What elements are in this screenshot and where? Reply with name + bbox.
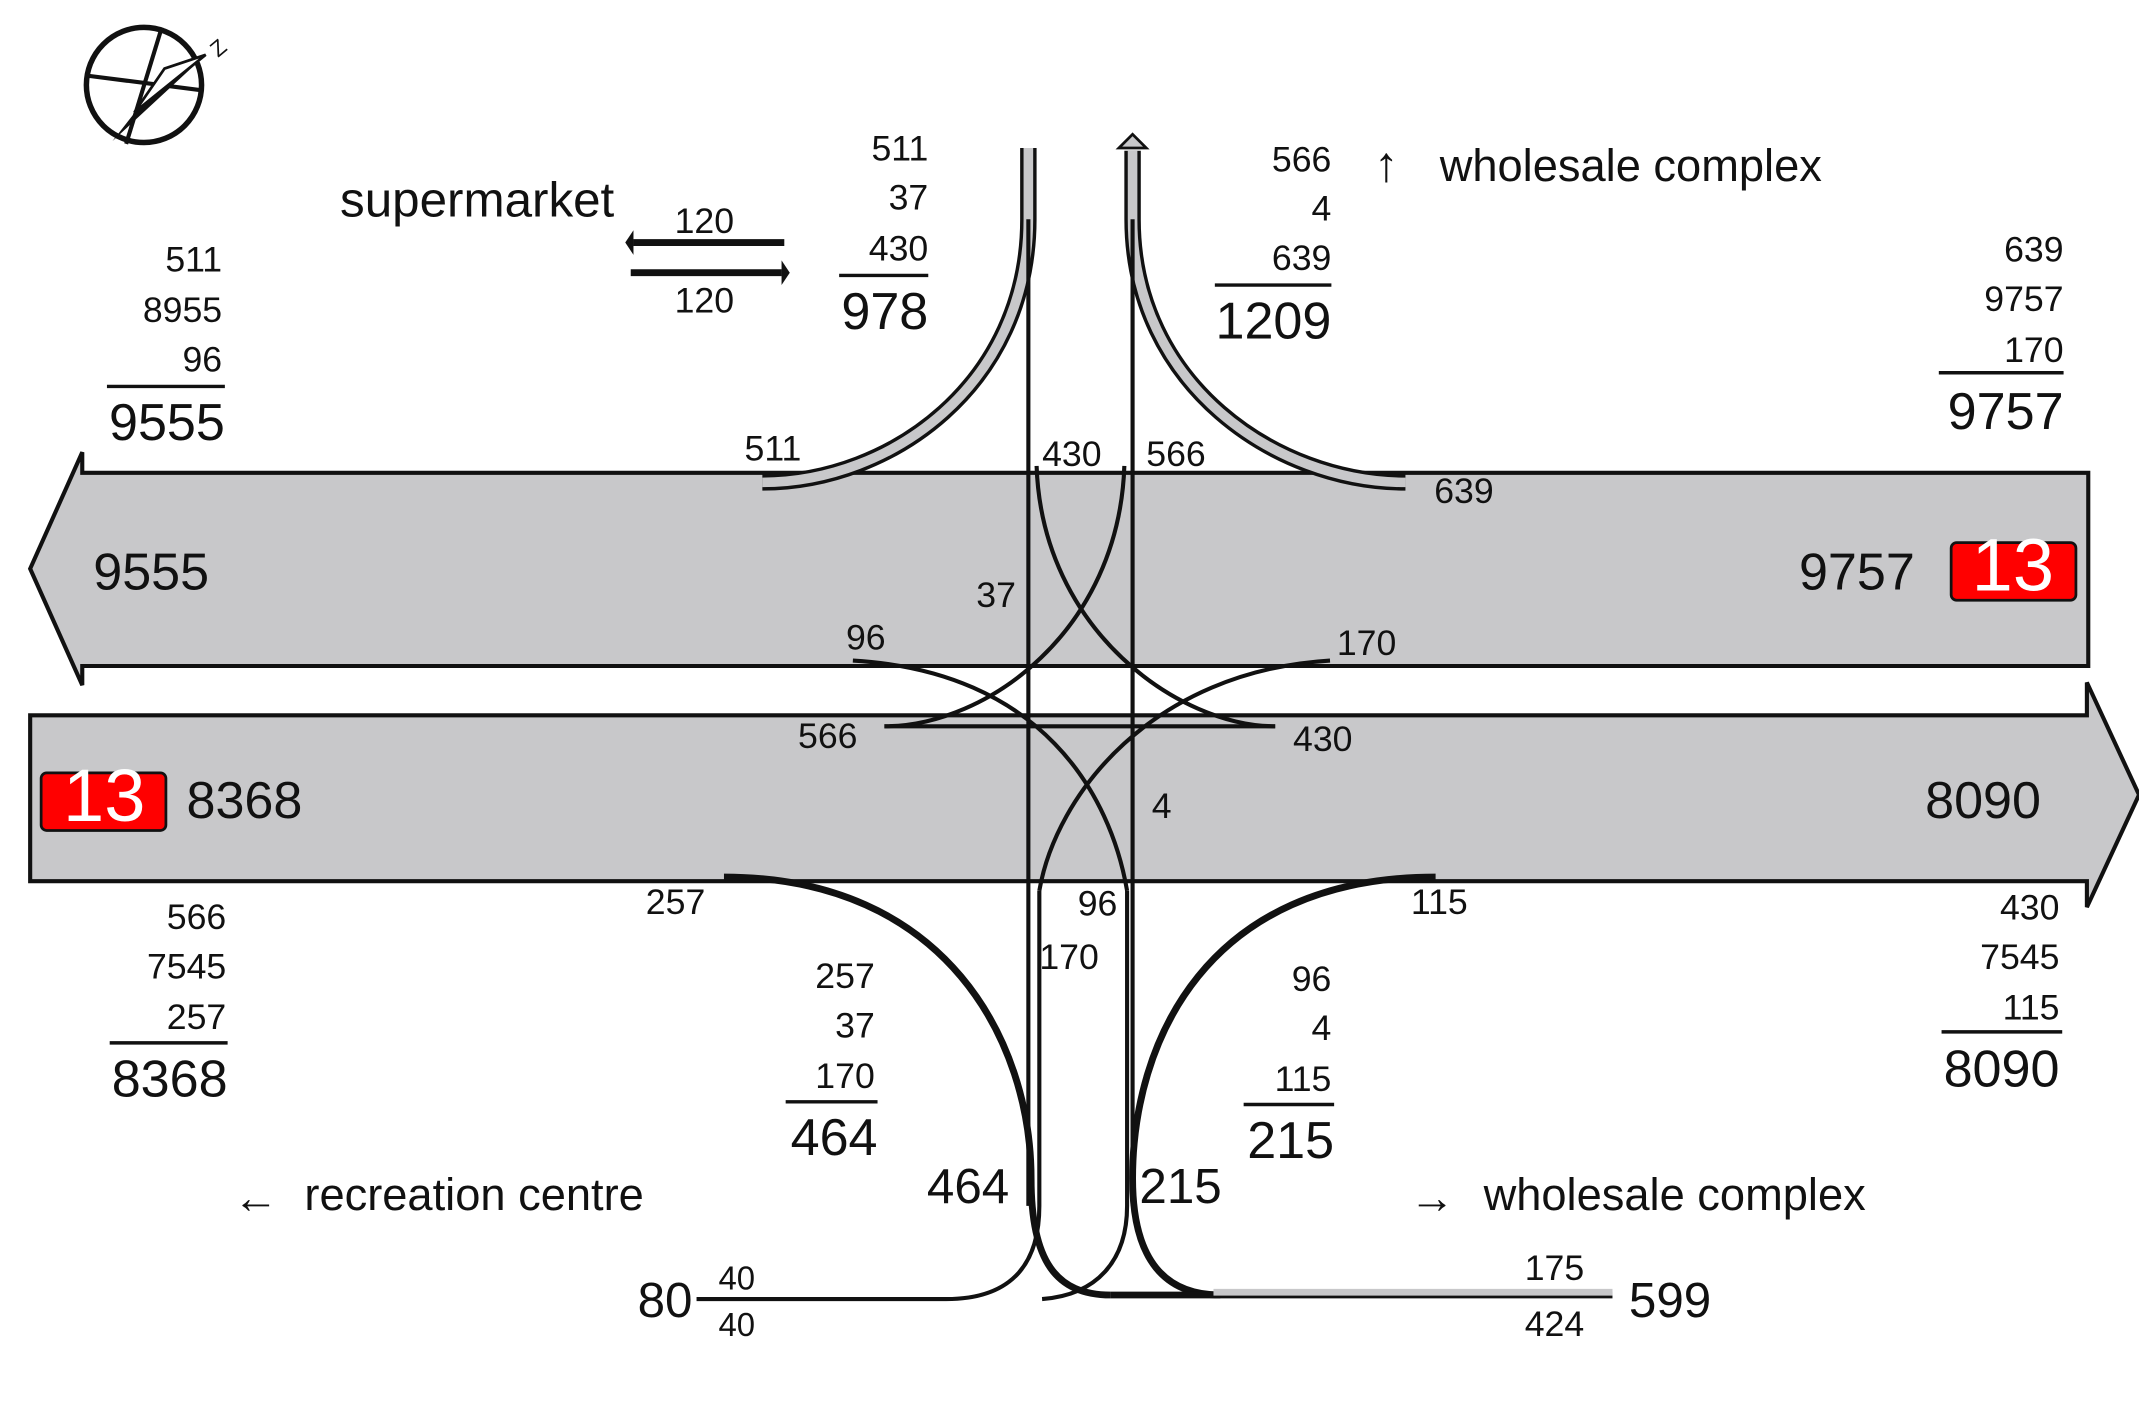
ramp-label-566b: 566 xyxy=(798,716,857,756)
sum-sw: 566 7545 257 8368 xyxy=(109,897,228,1108)
ramp-label-430b: 430 xyxy=(1293,719,1352,759)
svg-text:8955: 8955 xyxy=(143,290,222,330)
svg-text:170: 170 xyxy=(2004,330,2063,370)
sum-nw: 511 8955 96 9555 xyxy=(106,239,225,452)
svg-text:37: 37 xyxy=(835,1005,875,1045)
ramp-label-96: 96 xyxy=(846,618,886,658)
compass-north-icon: Z xyxy=(83,24,232,146)
wholesale-north-label: wholesale complex xyxy=(1439,140,1823,191)
arrow-north-label: ↑ xyxy=(1374,137,1399,192)
ramp-label-170: 170 xyxy=(1337,623,1396,663)
east-flow: 8090 xyxy=(1925,772,2041,830)
svg-text:566: 566 xyxy=(167,897,226,937)
svg-text:96: 96 xyxy=(1292,959,1332,999)
svg-text:1209: 1209 xyxy=(1215,292,1331,350)
svg-text:9555: 9555 xyxy=(109,394,225,452)
bottom-left-out: 40 xyxy=(718,1306,755,1343)
svg-text:9757: 9757 xyxy=(1984,279,2063,319)
svg-text:7545: 7545 xyxy=(1980,937,2059,977)
svg-text:511: 511 xyxy=(871,128,928,168)
svg-text:8368: 8368 xyxy=(112,1050,228,1108)
svg-text:464: 464 xyxy=(791,1109,878,1167)
ramp-label-96b: 96 xyxy=(1078,883,1118,923)
sum-north-right: 566 4 639 1209 xyxy=(1214,139,1332,350)
supermarket-in-flow: 120 xyxy=(675,280,734,320)
sum-se: 430 7545 115 8090 xyxy=(1941,888,2063,1099)
svg-text:639: 639 xyxy=(2004,230,2063,270)
ramp-label-639: 639 xyxy=(1434,471,1493,511)
bottom-road-labels: 80 40 40 175 424 599 xyxy=(638,1248,1712,1344)
sum-north-left: 511 37 430 978 xyxy=(839,128,928,341)
svg-text:511: 511 xyxy=(165,239,222,279)
ramp-label-511: 511 xyxy=(745,428,802,468)
supermarket-arrows xyxy=(625,230,790,286)
svg-text:257: 257 xyxy=(815,956,874,996)
ramp-label-170b: 170 xyxy=(1039,937,1098,977)
westbound-entry-flow: 9757 xyxy=(1799,543,1915,601)
ramp-crossings xyxy=(852,219,1331,1206)
sum-ne: 639 9757 170 9757 xyxy=(1938,230,2064,441)
svg-text:257: 257 xyxy=(167,997,226,1037)
svg-text:37: 37 xyxy=(889,178,929,218)
svg-text:7545: 7545 xyxy=(147,946,226,986)
svg-text:566: 566 xyxy=(1272,139,1331,179)
svg-text:170: 170 xyxy=(815,1056,874,1096)
svg-text:4: 4 xyxy=(1312,1008,1332,1048)
svg-text:115: 115 xyxy=(2003,988,2060,1028)
bottom-left-total: 80 xyxy=(638,1273,693,1328)
road-number-badge-west xyxy=(39,771,168,832)
svg-text:639: 639 xyxy=(1272,238,1331,278)
recreation-label: recreation centre xyxy=(304,1169,643,1220)
north-ramps xyxy=(762,132,1406,491)
ramp-label-464: 464 xyxy=(927,1159,1009,1214)
ramp-label-257: 257 xyxy=(646,882,705,922)
road-number-east: 13 xyxy=(1972,524,2054,607)
svg-text:978: 978 xyxy=(841,283,928,341)
ramp-label-430: 430 xyxy=(1042,434,1101,474)
svg-text:4: 4 xyxy=(1312,189,1332,229)
ramp-label-566: 566 xyxy=(1146,434,1205,474)
svg-text:115: 115 xyxy=(1275,1059,1332,1099)
svg-text:430: 430 xyxy=(869,228,928,268)
ramp-label-215: 215 xyxy=(1139,1159,1221,1214)
supermarket-out-flow: 120 xyxy=(675,201,734,241)
ramp-labels: 511 430 566 639 37 96 170 566 430 4 257 … xyxy=(646,428,1494,1214)
wholesale-south-label: wholesale complex xyxy=(1483,1169,1867,1220)
bottom-right-total: 599 xyxy=(1629,1273,1711,1328)
eastbound-carriageway xyxy=(28,681,2139,909)
svg-text:Z: Z xyxy=(205,34,231,62)
arrow-west-label: ← xyxy=(233,1172,278,1223)
svg-text:8090: 8090 xyxy=(1944,1041,2060,1099)
road-number-west: 13 xyxy=(63,754,145,837)
sum-south-right: 96 4 115 215 xyxy=(1243,959,1334,1170)
west-flow: 9555 xyxy=(93,543,209,601)
svg-text:9757: 9757 xyxy=(1948,383,2064,441)
ramp-label-37: 37 xyxy=(976,575,1016,615)
svg-text:215: 215 xyxy=(1247,1112,1334,1170)
south-ramps xyxy=(696,873,1613,1302)
bottom-right-out: 424 xyxy=(1525,1304,1584,1344)
ramp-label-4: 4 xyxy=(1152,786,1172,826)
ramp-label-115: 115 xyxy=(1411,882,1468,922)
arrow-east-label: → xyxy=(1410,1172,1455,1223)
supermarket-label: supermarket xyxy=(340,173,615,228)
sum-south-left: 257 37 170 464 xyxy=(785,956,878,1167)
svg-text:96: 96 xyxy=(182,339,222,379)
bottom-right-in: 175 xyxy=(1525,1248,1584,1288)
eastbound-entry-flow: 8368 xyxy=(186,772,302,830)
road-number-badge-east xyxy=(1949,541,2078,602)
svg-text:430: 430 xyxy=(2000,888,2059,928)
bottom-left-in: 40 xyxy=(718,1260,755,1297)
